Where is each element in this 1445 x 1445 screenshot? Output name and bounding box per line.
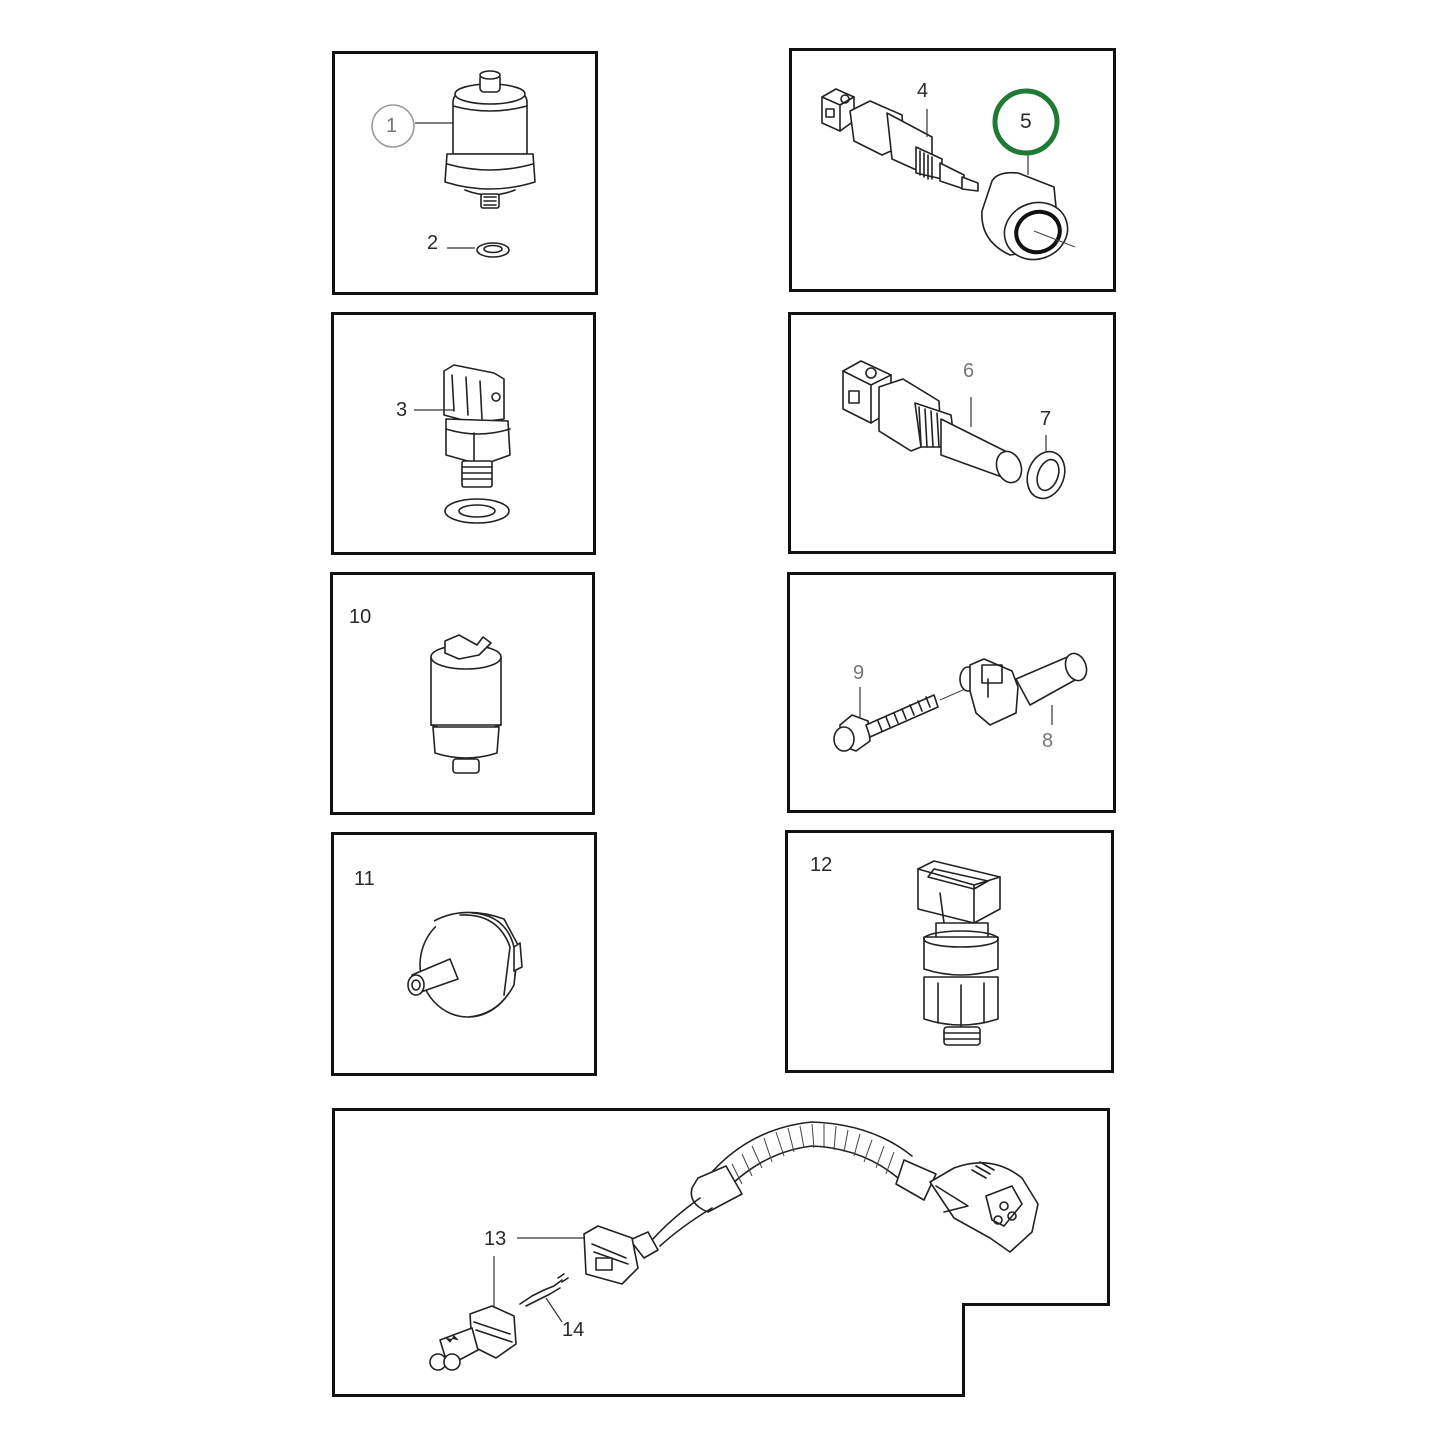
- temperature-sensor-adapter-drawing: [821, 88, 1076, 261]
- callout-6: 6: [963, 360, 975, 382]
- panel-temperature-sensor-adapter: 4 5: [789, 48, 1116, 292]
- callout-5[interactable]: 5: [1020, 110, 1032, 133]
- temperature-sensor-long-drawing: [842, 360, 1066, 500]
- callout-10: 10: [349, 606, 372, 628]
- callout-8: 8: [1042, 730, 1054, 752]
- panel-speed-sensor: 9 8: [787, 572, 1116, 813]
- pressure-switch-connector-drawing: [414, 364, 511, 524]
- callout-3: 3: [396, 399, 408, 421]
- panel-pressure-switch-12: 12: [785, 830, 1114, 1073]
- callout-14: 14: [562, 1319, 585, 1341]
- callout-2: 2: [427, 232, 439, 254]
- panel-oil-pressure-sender: 1 2: [332, 51, 598, 295]
- callout-11: 11: [354, 868, 375, 890]
- pressure-switch-12-drawing: [917, 860, 1001, 1046]
- panel-diaphragm-cap: 11: [331, 832, 597, 1076]
- wiring-harness-drawing: [332, 1108, 1110, 1397]
- callout-9: 9: [853, 662, 865, 684]
- speed-sensor-drawing: [833, 652, 1088, 752]
- highlight-circle: [992, 88, 1060, 156]
- pressure-sensor-10-drawing: [430, 634, 502, 774]
- panel-pressure-sensor-10: 10: [330, 572, 595, 815]
- panel-wiring-harness: 13 14: [332, 1108, 1110, 1397]
- callout-13-upper: 13: [484, 1228, 507, 1250]
- callout-7: 7: [1040, 408, 1052, 430]
- panel-pressure-switch-connector: 3: [331, 312, 596, 555]
- callout-1: 1: [386, 115, 398, 137]
- callout-12: 12: [810, 854, 833, 876]
- panel-temperature-sensor-long: 6 7: [788, 312, 1116, 554]
- callout-4: 4: [917, 80, 929, 102]
- oil-pressure-sender-drawing: [371, 70, 536, 258]
- diaphragm-cap-drawing: [407, 911, 523, 1018]
